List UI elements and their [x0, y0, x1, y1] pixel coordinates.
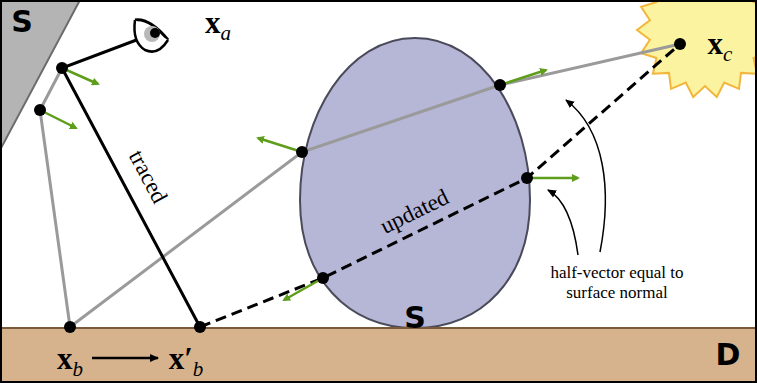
egg-shape — [300, 38, 530, 328]
leader-arrow — [566, 100, 605, 252]
update-arrow — [92, 357, 158, 360]
surface-normal — [284, 278, 323, 300]
node-label: S — [11, 7, 33, 37]
point-label: xa — [205, 7, 231, 38]
point-label: x′b — [169, 343, 204, 374]
eye-ball — [134, 20, 168, 52]
path-vertex — [194, 321, 206, 333]
leader-arrow — [548, 190, 578, 255]
ground-band: D — [0, 327, 757, 383]
path-vertex — [56, 62, 68, 74]
eye-pupil — [150, 28, 160, 38]
path-vertex — [317, 272, 329, 284]
node-label: xc — [708, 28, 733, 59]
sun: xc — [620, 0, 757, 120]
ground-edge — [0, 327, 757, 329]
wedge-shape — [0, 0, 80, 150]
ground-band-outline — [0, 327, 757, 383]
path-vertex — [521, 172, 533, 184]
sun-outline — [620, 0, 757, 120]
path-vertex — [34, 104, 46, 116]
traced-path — [62, 33, 200, 327]
surface-normal — [500, 70, 546, 85]
surface-normal — [40, 110, 76, 128]
note-text: half-vector equal to surface normal — [542, 263, 692, 304]
egg-surface: S — [290, 30, 540, 335]
surface-normal — [258, 138, 302, 152]
egg-surface-outline — [290, 30, 540, 335]
path-vertex — [296, 146, 308, 158]
path-vertex — [494, 79, 506, 91]
node-label: D — [716, 340, 741, 370]
point-label: xb — [57, 343, 83, 374]
ground-shape — [0, 327, 757, 383]
path-vertex — [674, 38, 686, 50]
surface-normal — [527, 177, 578, 180]
path-vertex — [64, 321, 76, 333]
node-label: S — [404, 303, 426, 333]
eye-iris — [144, 26, 160, 42]
